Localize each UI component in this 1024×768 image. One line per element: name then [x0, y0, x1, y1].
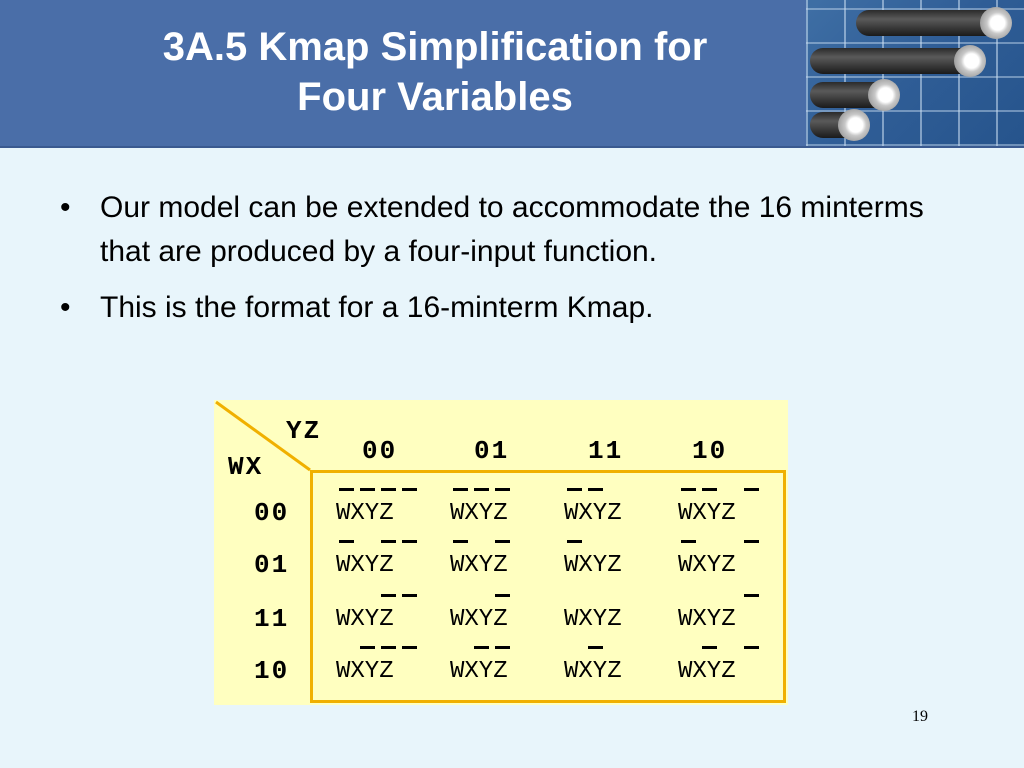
bullet-text: This is the format for a 16-minterm Kmap… — [100, 291, 654, 324]
kmap-cell-text: WXYZ — [564, 606, 622, 633]
kmap-cell: WXYZ — [336, 594, 417, 633]
tube-image-3 — [810, 79, 900, 111]
kmap-cell-text: WXYZ — [564, 658, 622, 685]
complement-bar — [381, 646, 396, 649]
kmap-cell: WXYZ — [564, 540, 622, 579]
kmap-cell: WXYZ — [450, 540, 510, 579]
slide-title-line2: Four Variables — [297, 75, 573, 119]
tube-image-4 — [810, 109, 870, 141]
complement-bar — [744, 646, 759, 649]
kmap-cell-text: WXYZ — [450, 500, 508, 527]
bullet-item: • This is the format for a 16-minterm Kma… — [60, 286, 940, 330]
complement-bar — [495, 488, 510, 491]
bullet-dot: • — [60, 191, 71, 224]
kmap-cell: WXYZ — [336, 646, 417, 685]
kmap-cell-text: WXYZ — [678, 500, 736, 527]
kmap-row-variable: WX — [228, 452, 264, 482]
kmap-cell: WXYZ — [678, 488, 759, 527]
page-number: 19 — [912, 708, 928, 725]
kmap-cell-text: WXYZ — [678, 606, 736, 633]
complement-bar — [681, 540, 696, 543]
complement-bar — [702, 488, 717, 491]
complement-bar — [381, 540, 396, 543]
kmap-row-header: 01 — [254, 550, 290, 580]
complement-bar — [339, 488, 354, 491]
kmap-cell-text: WXYZ — [678, 658, 736, 685]
complement-bar — [744, 594, 759, 597]
complement-bar — [567, 488, 582, 491]
slide-title-line1: 3A.5 Kmap Simplification for — [162, 25, 708, 69]
kmap-cell-border — [310, 470, 786, 703]
complement-bar — [453, 488, 468, 491]
bullet-text: Our model can be extended to accommodate… — [100, 191, 924, 268]
kmap-cell: WXYZ — [678, 646, 759, 685]
complement-bar — [402, 646, 417, 649]
complement-bar — [360, 488, 375, 491]
complement-bar — [402, 594, 417, 597]
complement-bar — [588, 646, 603, 649]
kmap-cell: WXYZ — [450, 594, 510, 633]
kmap-cell: WXYZ — [678, 540, 759, 579]
complement-bar — [474, 488, 489, 491]
kmap-cell-text: WXYZ — [450, 552, 508, 579]
kmap-row-header: 11 — [254, 604, 290, 634]
kmap-cell-text: WXYZ — [336, 500, 394, 527]
kmap-col-header: 01 — [474, 436, 510, 466]
kmap-cell: WXYZ — [678, 594, 759, 633]
complement-bar — [681, 488, 696, 491]
complement-bar — [588, 488, 603, 491]
kmap-cell-text: WXYZ — [564, 500, 622, 527]
kmap-cell-text: WXYZ — [678, 552, 736, 579]
complement-bar — [495, 594, 510, 597]
complement-bar — [744, 540, 759, 543]
kmap-cell: WXYZ — [336, 488, 417, 527]
complement-bar — [744, 488, 759, 491]
kmap-col-header: 10 — [692, 436, 728, 466]
bullet-item: • Our model can be extended to accommodat… — [60, 186, 940, 274]
kmap-cell: WXYZ — [564, 646, 622, 685]
complement-bar — [474, 646, 489, 649]
kmap-row-header: 00 — [254, 498, 290, 528]
complement-bar — [360, 646, 375, 649]
complement-bar — [381, 488, 396, 491]
kmap-cell: WXYZ — [336, 540, 417, 579]
kmap-corner-diagonal — [215, 400, 311, 472]
kmap-col-header: 11 — [588, 436, 624, 466]
kmap-cell-text: WXYZ — [336, 552, 394, 579]
complement-bar — [495, 540, 510, 543]
slide-title: 3A.5 Kmap Simplification for Four Variab… — [0, 22, 870, 122]
kmap-cell-text: WXYZ — [336, 606, 394, 633]
kmap-cell: WXYZ — [450, 646, 510, 685]
title-bar: 3A.5 Kmap Simplification for Four Variab… — [0, 0, 1024, 148]
kmap-cell: WXYZ — [450, 488, 510, 527]
kmap-col-header: 00 — [362, 436, 398, 466]
kmap-col-variable: YZ — [286, 416, 322, 446]
header-photo — [806, 0, 1024, 146]
kmap-cell: WXYZ — [564, 488, 622, 527]
complement-bar — [567, 540, 582, 543]
bullet-list: • Our model can be extended to accommodat… — [60, 186, 940, 342]
complement-bar — [381, 594, 396, 597]
complement-bar — [702, 646, 717, 649]
tube-image-2 — [810, 45, 986, 77]
kmap-cell-text: WXYZ — [450, 658, 508, 685]
bullet-dot: • — [60, 291, 71, 324]
complement-bar — [453, 540, 468, 543]
complement-bar — [495, 646, 510, 649]
kmap-cell-text: WXYZ — [564, 552, 622, 579]
kmap-cell: WXYZ — [564, 606, 622, 633]
complement-bar — [339, 540, 354, 543]
kmap-cell-text: WXYZ — [450, 606, 508, 633]
kmap-cell-text: WXYZ — [336, 658, 394, 685]
kmap-row-header: 10 — [254, 656, 290, 686]
tube-image-1 — [856, 7, 1012, 39]
complement-bar — [402, 540, 417, 543]
complement-bar — [402, 488, 417, 491]
